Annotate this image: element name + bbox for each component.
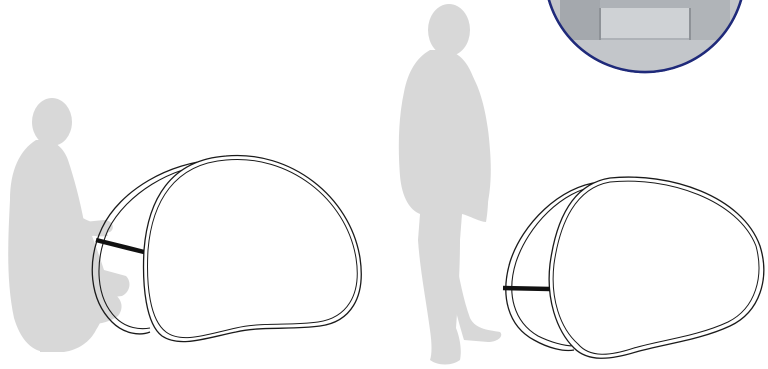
left-frame-front-face	[144, 155, 362, 341]
right-frame-strap	[503, 288, 550, 289]
standing-person-silhouette	[399, 4, 501, 365]
right-frame-front-face	[549, 177, 764, 358]
left-frame-strap	[96, 240, 144, 252]
left-popup-frame	[92, 155, 361, 341]
detail-callout	[545, 0, 745, 72]
right-popup-frame	[503, 177, 764, 358]
detail-callout-texture	[545, 0, 745, 72]
